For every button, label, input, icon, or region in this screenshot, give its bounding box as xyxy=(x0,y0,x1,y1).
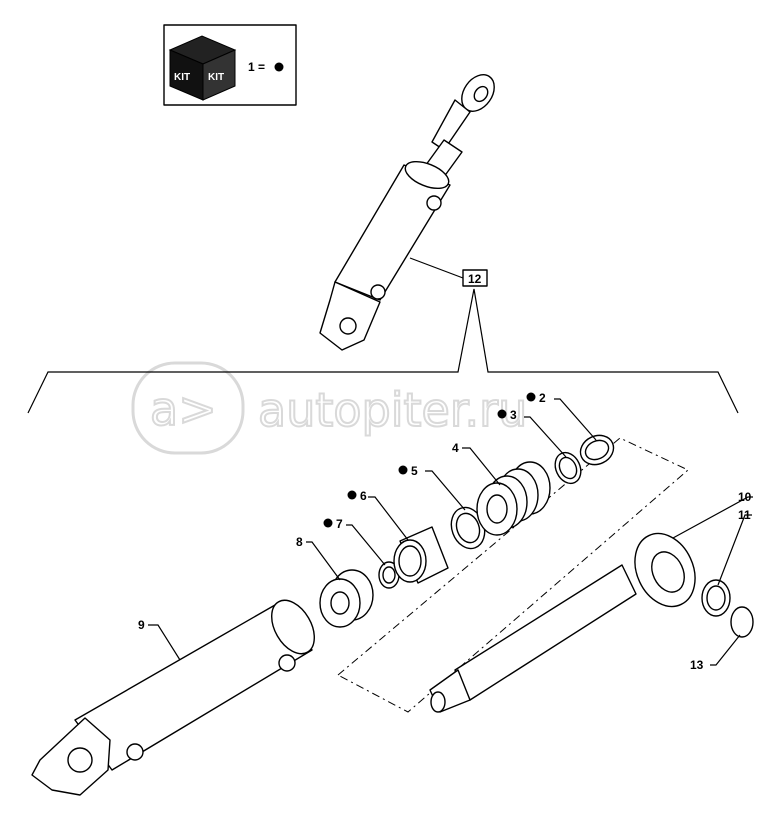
kit-dot-icon xyxy=(347,490,357,500)
callout-11: 11 xyxy=(738,508,751,522)
leader-lines xyxy=(148,398,753,666)
kit-word-right: KIT xyxy=(208,72,224,83)
legend-equation: 1 = xyxy=(248,60,265,74)
piston xyxy=(476,461,551,536)
callout-2: 2 xyxy=(539,391,546,405)
kit-dot-icon xyxy=(274,62,284,72)
kit-dot-icon xyxy=(526,392,536,402)
assembly-bracket xyxy=(27,288,739,414)
bearing-11-inner xyxy=(706,585,726,611)
watermark-logo-glyph: a> xyxy=(150,382,217,436)
oring-3-inner xyxy=(558,456,578,480)
gland-nut xyxy=(319,569,374,628)
oring-7-inner xyxy=(382,566,396,584)
callout-9: 9 xyxy=(138,618,145,632)
callout-10: 10 xyxy=(738,490,752,504)
circlip-13 xyxy=(730,606,754,638)
bushing xyxy=(393,526,449,584)
callout-6: 6 xyxy=(360,489,367,503)
kit-dot-icon xyxy=(398,465,408,475)
piston-rod xyxy=(429,532,696,713)
watermark-logo-icon xyxy=(131,361,245,455)
cylinder-barrel xyxy=(31,599,315,796)
kit-word-left: KIT xyxy=(174,72,190,83)
wiper-ring-2-inner xyxy=(584,439,610,461)
callout-4: 4 xyxy=(452,441,459,455)
kit-legend: KIT KIT 1 = xyxy=(163,24,297,106)
callout-13: 13 xyxy=(690,658,704,672)
callout-3: 3 xyxy=(510,408,517,422)
callout-5: 5 xyxy=(411,464,418,478)
callout-7: 7 xyxy=(336,517,343,531)
assembly-label: 12 xyxy=(468,272,482,286)
assembled-cylinder xyxy=(319,74,495,351)
watermark: a> autopiter.ru xyxy=(131,361,528,455)
leader-12 xyxy=(409,257,464,279)
seal-ring-5-inner xyxy=(455,512,481,544)
watermark-text: autopiter.ru xyxy=(258,383,527,437)
callout-8: 8 xyxy=(296,535,303,549)
kit-box-icon: KIT KIT xyxy=(168,35,237,101)
kit-dot-icon xyxy=(323,518,333,528)
kit-dot-icon xyxy=(497,409,507,419)
